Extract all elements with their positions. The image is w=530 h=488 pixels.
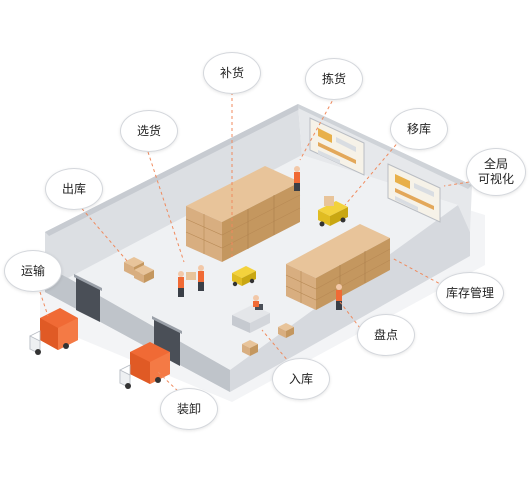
dock-door-1-frame [74, 274, 102, 291]
label-yunshu: 运输 [4, 250, 62, 292]
dock-door-1 [76, 276, 100, 322]
leader-quanju [443, 181, 470, 187]
label-pandian: 盘点 [357, 314, 415, 356]
label-xuanhuo: 选货 [120, 110, 178, 152]
label-ruku: 入库 [272, 358, 330, 400]
label-yiku: 移库 [390, 108, 448, 150]
leader-kucun [391, 257, 445, 287]
label-jianhuo: 拣货 [305, 58, 363, 100]
back-left-wall [45, 104, 302, 278]
box-stack-right [285, 224, 391, 310]
worker-inventory [336, 284, 342, 310]
truck-left [29, 308, 78, 355]
back-right-wall-top [298, 104, 472, 189]
monitor-screen-2 [387, 163, 441, 223]
small-box-pile-front [242, 340, 258, 356]
small-box-pile-left [124, 257, 154, 283]
worker-desk [253, 295, 259, 307]
dock-door-2-frame [152, 316, 182, 334]
forklift-front [232, 266, 256, 287]
forklift-back [318, 196, 348, 227]
worker-pair-left [178, 265, 204, 297]
leader-yiku [344, 139, 401, 206]
back-left-wall-top [45, 104, 302, 236]
warehouse-floor [68, 155, 458, 370]
box-stack-back [185, 166, 301, 262]
worker-top [294, 166, 300, 191]
label-quanju: 全局 可视化 [466, 148, 526, 196]
monitor-screen-1 [309, 117, 365, 176]
front-right-wall [230, 205, 470, 392]
leader-xuanhuo [147, 151, 185, 263]
small-box-pile-mid [278, 323, 294, 338]
label-zhuangxie: 装卸 [160, 388, 218, 430]
label-buhuo: 补货 [203, 52, 261, 94]
label-kucun: 库存管理 [436, 272, 504, 314]
leader-jianhuo [299, 95, 336, 161]
leader-yunshu [39, 291, 49, 317]
leader-chuku [77, 203, 129, 263]
label-chuku: 出库 [45, 168, 103, 210]
leader-lines [39, 92, 470, 396]
truck-right [119, 342, 170, 389]
